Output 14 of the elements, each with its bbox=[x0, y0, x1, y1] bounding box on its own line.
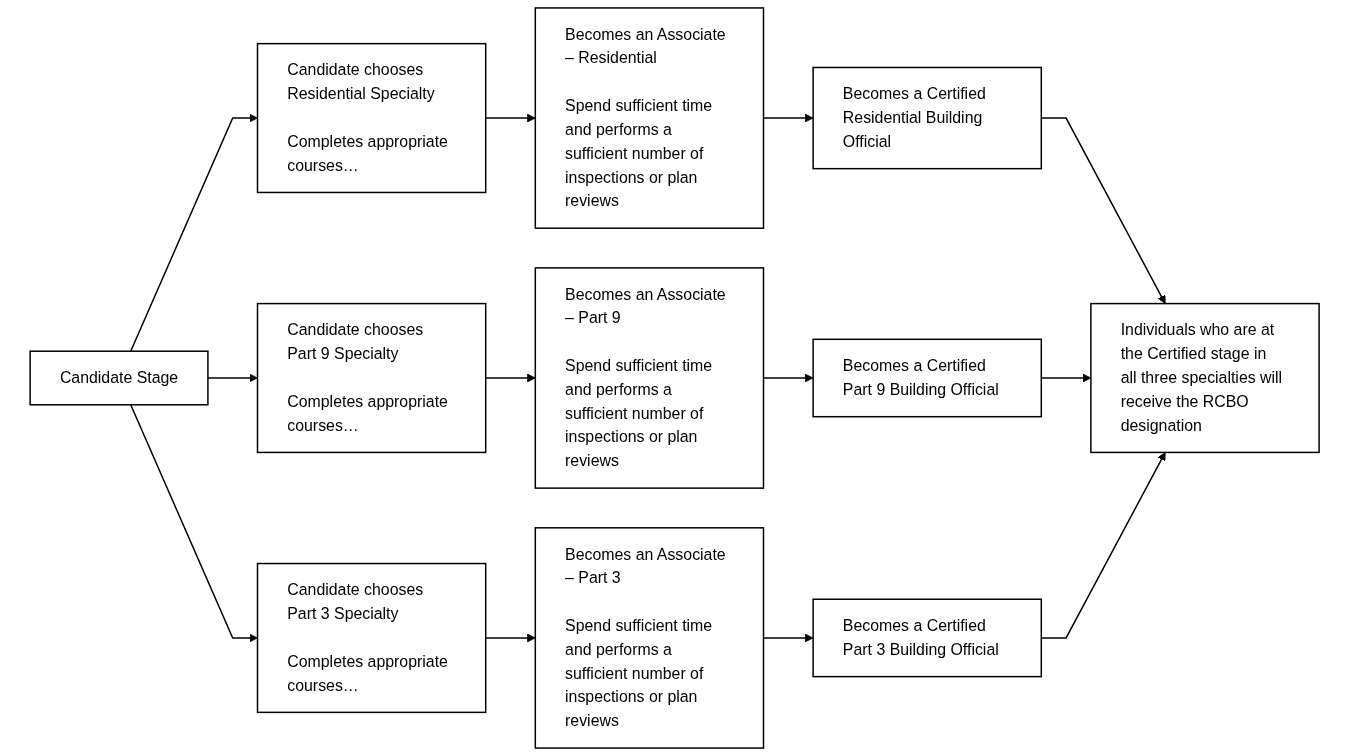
node-box: Becomes a Certified Part 3 Building Official bbox=[812, 598, 1042, 678]
node-box: Candidate Stage bbox=[29, 350, 209, 406]
arrow bbox=[129, 113, 258, 352]
node-box: Becomes an Associate – Residential Spend sufficient time and performs a sufficient number of inspections or plan reviews bbox=[534, 7, 765, 229]
arrow bbox=[207, 373, 258, 383]
node-box: Candidate chooses Part 9 Specialty Completes appropriate courses… bbox=[256, 302, 487, 454]
arrow bbox=[129, 404, 258, 643]
node-box: Becomes an Associate – Part 3 Spend sufficient time and performs a sufficient number of inspections or plan reviews bbox=[534, 527, 765, 749]
node-box: Candidate chooses Residential Specialty Completes appropriate courses… bbox=[256, 42, 487, 194]
node-box: Becomes a Certified Part 9 Building Official bbox=[812, 338, 1042, 418]
node-box: Becomes an Associate – Part 9 Spend sufficient time and performs a sufficient number of inspections or plan reviews bbox=[534, 267, 765, 489]
node-box: Individuals who are at the Certified stage in all three specialties will receive the RCBO designation bbox=[1090, 302, 1320, 454]
node-box: Becomes a Certified Residential Building Official bbox=[812, 66, 1042, 170]
node-box: Candidate chooses Part 3 Specialty Completes appropriate courses… bbox=[256, 562, 487, 714]
